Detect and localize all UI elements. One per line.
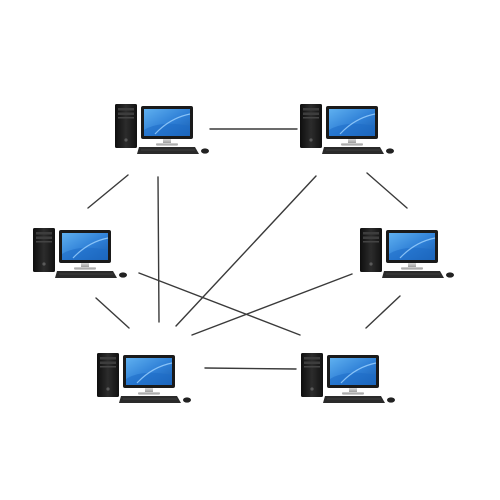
network-link-pc-mid-right-to-pc-bottom-right xyxy=(365,295,401,329)
pc-bottom-left-node xyxy=(96,352,192,404)
links-layer xyxy=(87,128,408,370)
network-link-pc-top-right-to-pc-bottom-left xyxy=(175,175,317,327)
desktop-computer-icon xyxy=(300,352,396,404)
pc-top-left-node xyxy=(114,103,210,155)
network-link-pc-top-left-to-pc-mid-left xyxy=(87,174,129,209)
network-link-pc-mid-left-to-pc-bottom-left xyxy=(95,297,130,329)
desktop-computer-icon xyxy=(114,103,210,155)
network-link-pc-top-right-to-pc-mid-right xyxy=(366,172,408,209)
desktop-computer-icon xyxy=(359,227,455,279)
network-link-pc-top-left-to-pc-bottom-left xyxy=(157,176,160,323)
desktop-computer-icon xyxy=(299,103,395,155)
pc-mid-left-node xyxy=(32,227,128,279)
desktop-computer-icon xyxy=(96,352,192,404)
network-link-pc-mid-left-to-pc-bottom-right xyxy=(138,272,301,336)
pc-top-right-node xyxy=(299,103,395,155)
network-link-pc-mid-right-to-pc-bottom-left xyxy=(191,273,353,336)
pc-bottom-right-node xyxy=(300,352,396,404)
network-link-pc-bottom-left-to-pc-bottom-right xyxy=(204,367,297,370)
desktop-computer-icon xyxy=(32,227,128,279)
pc-mid-right-node xyxy=(359,227,455,279)
